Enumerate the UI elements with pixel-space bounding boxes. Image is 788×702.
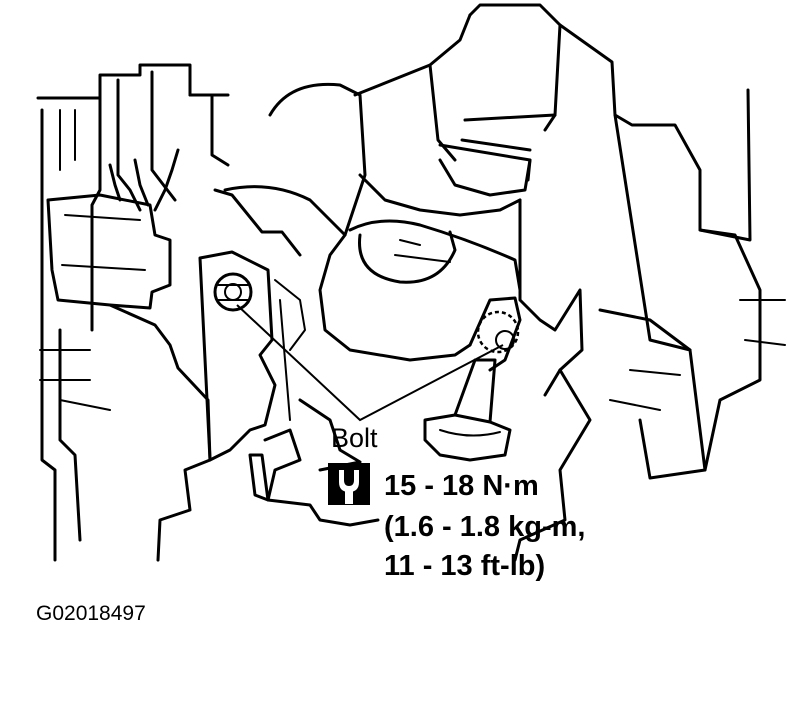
bolt-label: Bolt xyxy=(331,423,378,453)
torque-wrench-icon xyxy=(328,463,370,505)
steering-column xyxy=(223,3,562,362)
electrical-connector xyxy=(46,148,180,310)
bolt-right xyxy=(476,310,520,354)
torque-spec-nm: 15 - 18 N·m xyxy=(384,470,539,502)
bolt-left xyxy=(213,272,253,312)
figure-id: G02018497 xyxy=(36,602,146,625)
right-frame xyxy=(513,23,786,562)
lower-shaft xyxy=(248,296,522,527)
bolt-leader-lines xyxy=(236,304,504,422)
left-frame xyxy=(36,63,230,562)
torque-spec-kgm: (1.6 - 1.8 kg-m, xyxy=(384,511,586,543)
torque-spec-ftlb: 11 - 13 ft-lb) xyxy=(384,550,546,582)
mounting-bracket xyxy=(198,188,306,462)
